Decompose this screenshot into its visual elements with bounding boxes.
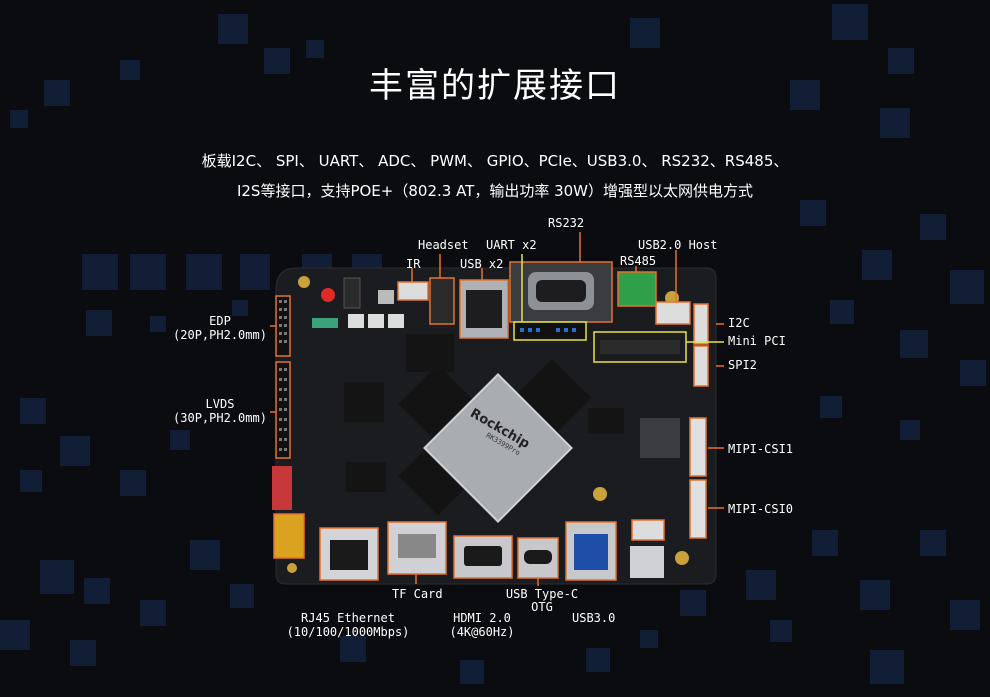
label-mipi-csi1: MIPI-CSI1 <box>728 442 794 456</box>
label-mipi-csi0: MIPI-CSI0 <box>728 502 794 516</box>
led <box>321 288 335 302</box>
button <box>343 277 361 309</box>
small-connector <box>378 290 394 304</box>
power-jack <box>630 546 664 578</box>
label-rs232: RS232 <box>548 216 585 230</box>
label-headset: Headset <box>418 238 469 252</box>
label-usb-typec-otg: OTG <box>531 600 553 614</box>
label-rj45-speed: (10/100/1000Mbps) <box>286 625 410 639</box>
label-rj45: RJ45 Ethernet <box>301 611 395 625</box>
label-usb2-host: USB2.0 Host <box>638 238 718 252</box>
label-hdmi-spec: (4K@60Hz) <box>449 625 515 639</box>
page-title: 丰富的扩展接口 <box>369 66 621 106</box>
label-usb-typec: USB Type-C <box>505 587 579 601</box>
mipi-csi1-connector <box>689 417 707 477</box>
ir-connector <box>397 281 429 301</box>
fan-connector <box>631 519 665 541</box>
red-connector <box>272 466 292 510</box>
ic-chip <box>406 334 454 372</box>
label-spi2: SPI2 <box>728 358 757 372</box>
mipi-csi0-connector <box>689 479 707 539</box>
usb2-host-connector <box>655 301 691 325</box>
soc-chip <box>423 373 573 523</box>
rs485-terminal <box>617 271 657 307</box>
wifi-module <box>640 418 680 458</box>
label-hdmi: HDMI 2.0 <box>453 611 511 625</box>
label-lvds-spec: (30P,PH2.0mm) <box>173 411 267 425</box>
label-edp: EDP <box>209 314 231 328</box>
i2c-connector <box>693 303 709 345</box>
lvds-header <box>275 361 291 459</box>
green-header <box>312 318 338 328</box>
label-edp-spec: (20P,PH2.0mm) <box>173 328 267 342</box>
label-usb-x2: USB x2 <box>460 257 504 271</box>
label-ir: IR <box>406 257 421 271</box>
description-line-1: 板载I2C、 SPI、 UART、 ADC、 PWM、 GPIO、PCIe、US… <box>201 152 789 170</box>
description-line-2: I2S等接口，支持POE+（802.3 AT，输出功率 30W）增强型以太网供电… <box>236 182 754 200</box>
white-connectors <box>348 314 404 328</box>
label-rs485: RS485 <box>620 254 657 268</box>
headset-jack <box>429 277 455 325</box>
spi2-connector <box>693 345 709 387</box>
label-uart: UART x2 <box>486 238 537 252</box>
label-lvds: LVDS <box>205 397 235 411</box>
small-chip <box>588 408 624 434</box>
yellow-connector <box>273 513 305 559</box>
emmc-chip <box>346 462 386 492</box>
label-usb3: USB3.0 <box>572 611 616 625</box>
label-i2c: I2C <box>728 316 750 330</box>
uart-headers <box>513 321 587 341</box>
label-tf-card: TF Card <box>392 587 443 601</box>
edp-header <box>275 295 291 357</box>
label-mini-pci: Mini PCI <box>728 334 786 348</box>
leader-lines <box>270 232 724 586</box>
pmic-chip <box>344 382 384 422</box>
